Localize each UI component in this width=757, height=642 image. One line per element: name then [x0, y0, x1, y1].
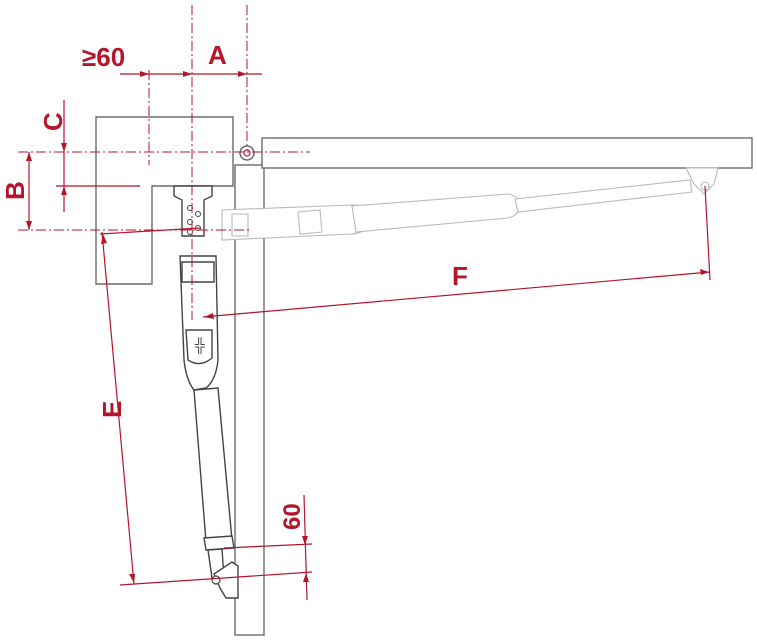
- hinge: [239, 145, 255, 161]
- operator-arm: ╬: [173, 185, 239, 599]
- operator-arm-open-position: [221, 167, 719, 241]
- label-min-gap: ≥60: [82, 42, 125, 72]
- logo-glyph-icon: ╬: [194, 337, 206, 355]
- gate-leaf: [261, 137, 753, 169]
- label-a: A: [208, 40, 227, 70]
- label-b: B: [0, 181, 30, 200]
- dimension-lines: [26, 71, 711, 601]
- label-e: E: [97, 401, 127, 418]
- axis-lines: [18, 5, 310, 320]
- label-c: C: [38, 112, 68, 131]
- label-gap-bottom: 60: [279, 503, 306, 530]
- pillar-block: [95, 116, 234, 285]
- post-profile: [234, 164, 265, 636]
- label-f: F: [452, 261, 468, 291]
